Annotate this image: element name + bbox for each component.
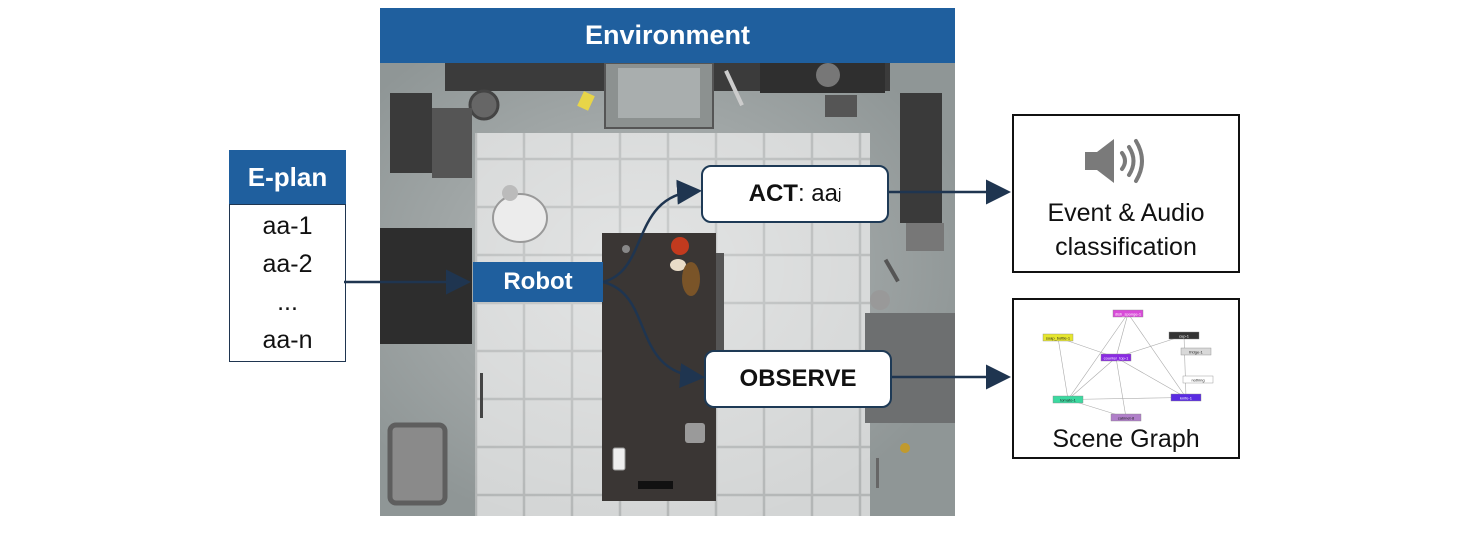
scene-graph-node-label: fridge-1	[1189, 349, 1203, 354]
scene-graph-label: Scene Graph	[1052, 425, 1200, 453]
scene-graph-node-label: cup-1	[1179, 333, 1190, 338]
observe-box: OBSERVE	[704, 350, 892, 408]
eplan-title: E-plan	[229, 150, 346, 204]
speaker-icon	[1085, 139, 1144, 183]
eplan-item: aa-2	[262, 250, 313, 278]
scene-graph-node-label: tomato-1	[1060, 397, 1077, 402]
scene-graph-thumbnail: dish_sponge-1soap_bottle-1counter_top-1c…	[1042, 309, 1214, 422]
scene-graph-node	[1042, 333, 1074, 342]
scene-graph-node	[1110, 413, 1142, 422]
eplan-item: aa-1	[262, 212, 313, 240]
scene-graph-node-label: counter_top-1	[1104, 355, 1129, 360]
eplan-item: ...	[277, 288, 298, 316]
scene-graph-node-label: knife-1	[1180, 395, 1193, 400]
scene-graph-node-label: cabinet-8	[1118, 415, 1135, 420]
scene-graph-edge	[1127, 313, 1187, 398]
scene-graph-node	[1168, 331, 1200, 340]
audio-label-line2: classification	[1055, 233, 1197, 261]
robot-label: Robot	[473, 262, 603, 302]
environment-title: Environment	[380, 8, 955, 63]
scene-graph-node	[1052, 395, 1084, 404]
scene-graph-edge	[1057, 337, 1069, 400]
environment-panel: Environment	[380, 8, 955, 516]
scene-graph-node	[1182, 375, 1214, 384]
scene-graph-edge	[1115, 313, 1129, 358]
scene-graph-node-label: nothing	[1191, 377, 1204, 382]
scene-graph-edge	[1067, 397, 1187, 400]
act-keyword: ACT	[748, 180, 798, 207]
scene-graph-node	[1180, 347, 1212, 356]
scene-graph-edge	[1183, 335, 1187, 398]
scene-graph-edge	[1115, 357, 1127, 418]
act-subscript: j	[838, 185, 842, 203]
audio-label-line1: Event & Audio	[1047, 199, 1205, 227]
scene-graph-node	[1170, 393, 1202, 402]
scene-graph-node	[1100, 353, 1132, 362]
audio-classification-box: Event & Audio classification	[1012, 114, 1240, 273]
scene-graph-node	[1112, 309, 1144, 318]
act-text: : aa	[797, 180, 838, 207]
scene-graph-edge	[1115, 357, 1187, 398]
eplan-item: aa-n	[262, 326, 313, 354]
kitchen-scene-image	[380, 63, 955, 516]
scene-graph-edge	[1067, 357, 1117, 400]
scene-graph-edge	[1067, 313, 1129, 400]
scene-graph-node-label: soap_bottle-1	[1046, 335, 1071, 340]
eplan-list: aa-1 aa-2 ... aa-n	[229, 204, 346, 362]
scene-graph-node-label: dish_sponge-1	[1115, 311, 1142, 316]
